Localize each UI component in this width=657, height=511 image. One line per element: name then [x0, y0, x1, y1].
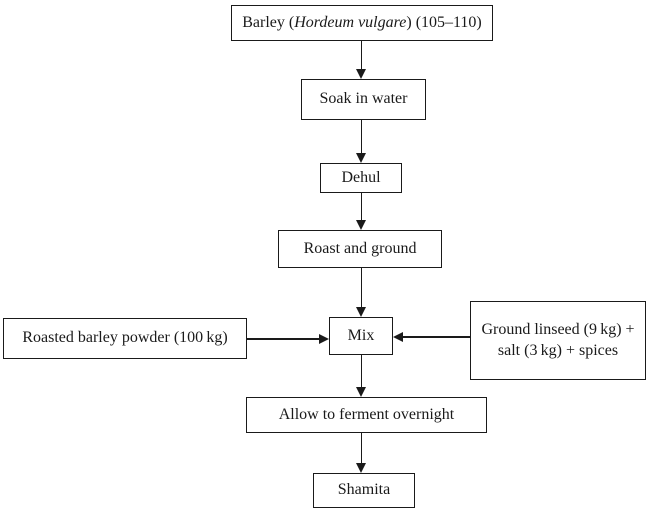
arrow-dehul-to-roast-head — [356, 220, 366, 230]
arrow-barley-to-soak-line — [360, 41, 363, 70]
node-roasted-barley-powder: Roasted barley powder (100 kg) — [3, 318, 247, 359]
arrow-soak-to-dehul-line — [360, 120, 363, 153]
arrow-barley-to-soak-head — [356, 69, 366, 79]
arrow-powder-to-mix-line — [247, 338, 319, 340]
arrow-roast-to-mix-line — [360, 268, 363, 307]
arrow-mix-to-ferment-line — [360, 355, 363, 387]
arrow-powder-to-mix-head — [319, 333, 329, 344]
node-soak-label: Soak in water — [319, 90, 408, 108]
node-dehul-label: Dehul — [341, 168, 381, 186]
node-mix: Mix — [329, 317, 393, 355]
node-linseed-label-line2: salt (3 kg) + spices — [497, 341, 619, 359]
arrow-linseed-to-mix-head — [393, 331, 403, 342]
arrow-soak-to-dehul-head — [356, 153, 366, 163]
arrow-linseed-to-mix-line — [403, 336, 470, 338]
node-barley: Barley (Hordeum vulgare) (105–110) — [231, 5, 493, 41]
arrow-dehul-to-roast-line — [360, 193, 363, 220]
arrow-ferment-to-shamita-line — [360, 433, 363, 463]
node-linseed-label-line1: Ground linseed (9 kg) + — [481, 320, 635, 338]
node-soak-in-water: Soak in water — [301, 79, 426, 120]
node-shamita: Shamita — [313, 473, 415, 508]
node-barley-label: Barley (Hordeum vulgare) (105–110) — [242, 13, 482, 31]
arrow-mix-to-ferment-head — [356, 387, 366, 397]
arrow-roast-to-mix-head — [356, 307, 366, 317]
node-shamita-label: Shamita — [337, 481, 391, 499]
node-roasted-barley-powder-label: Roasted barley powder (100 kg) — [22, 329, 228, 347]
node-ferment-overnight: Allow to ferment overnight — [246, 397, 487, 433]
node-roast-label: Roast and ground — [303, 239, 417, 257]
node-dehul: Dehul — [320, 163, 402, 193]
node-roast-and-ground: Roast and ground — [278, 230, 442, 268]
node-ferment-label: Allow to ferment overnight — [278, 405, 455, 423]
node-mix-label: Mix — [347, 326, 375, 344]
barley-species-italic: Hordeum vulgare — [294, 13, 407, 31]
node-ground-linseed-salt-spices: Ground linseed (9 kg) + salt (3 kg) + sp… — [470, 301, 646, 380]
arrow-ferment-to-shamita-head — [356, 463, 366, 473]
